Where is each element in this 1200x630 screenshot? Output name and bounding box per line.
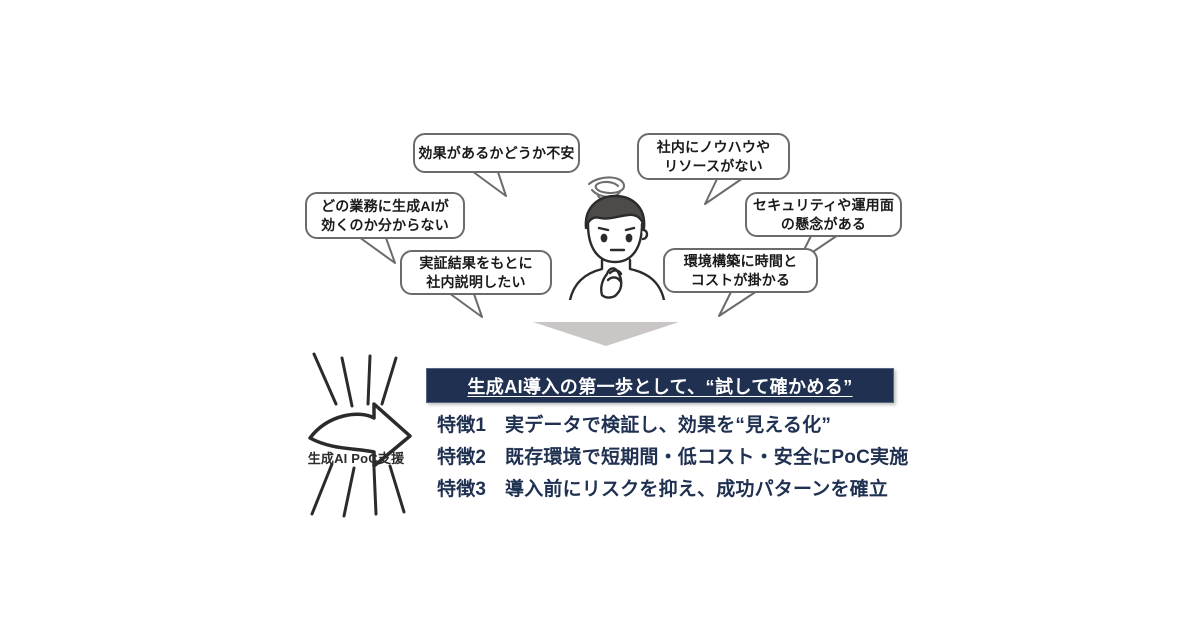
feature-text: 導入前にリスクを抑え、成功パターンを確立 xyxy=(505,479,889,500)
down-triangle-arrow-icon xyxy=(533,320,679,348)
headline-banner: 生成AI導入の第一歩として、“試して確かめる” xyxy=(426,368,894,403)
feature-row: 特徴3 導入前にリスクを抑え、成功パターンを確立 xyxy=(437,474,908,506)
feature-label: 特徴1 xyxy=(437,415,487,436)
thinking-person-illustration xyxy=(556,168,676,300)
speech-bubble-effectiveness: 効果があるかどうか不安 xyxy=(413,133,580,173)
curved-right-arrow-icon xyxy=(298,348,418,520)
arrow-shape xyxy=(308,402,412,468)
feature-text: 実データで検証し、効果を“見える化” xyxy=(505,415,832,436)
speech-bubble-no-knowhow: 社内にノウハウや リソースがない xyxy=(637,133,790,180)
service-label: 生成AI PoC支援 xyxy=(307,451,405,466)
speech-bubble-tail-cost-time xyxy=(712,288,768,319)
speech-bubble-tail-effectiveness xyxy=(468,168,528,199)
feature-row: 特徴2 既存環境で短期間・低コスト・安全にPoC実施 xyxy=(437,442,908,474)
speech-bubble-internal-explanation: 実証結果をもとに 社内説明したい xyxy=(400,250,552,295)
feature-label: 特徴2 xyxy=(437,447,487,468)
headline-banner-text: 生成AI導入の第一歩として、“試して確かめる” xyxy=(467,376,853,397)
burst-lines-top xyxy=(312,352,398,408)
feature-list: 特徴1 実データで検証し、効果を“見える化” 特徴2 既存環境で短期間・低コスト… xyxy=(437,410,908,506)
speech-bubble-tail-internal-explanation xyxy=(445,290,501,321)
feature-text: 既存環境で短期間・低コスト・安全にPoC実施 xyxy=(505,447,909,468)
burst-lines-bottom xyxy=(310,462,406,518)
feature-row: 特徴1 実データで検証し、効果を“見える化” xyxy=(437,410,908,442)
speech-bubble-security: セキュリティや運用面 の懸念がある xyxy=(745,192,902,237)
speech-bubble-which-task: どの業務に生成AIが 効くのか分からない xyxy=(305,192,465,239)
feature-label: 特徴3 xyxy=(437,479,487,500)
speech-bubble-cost-time: 環境構築に時間と コストが掛かる xyxy=(663,248,818,293)
